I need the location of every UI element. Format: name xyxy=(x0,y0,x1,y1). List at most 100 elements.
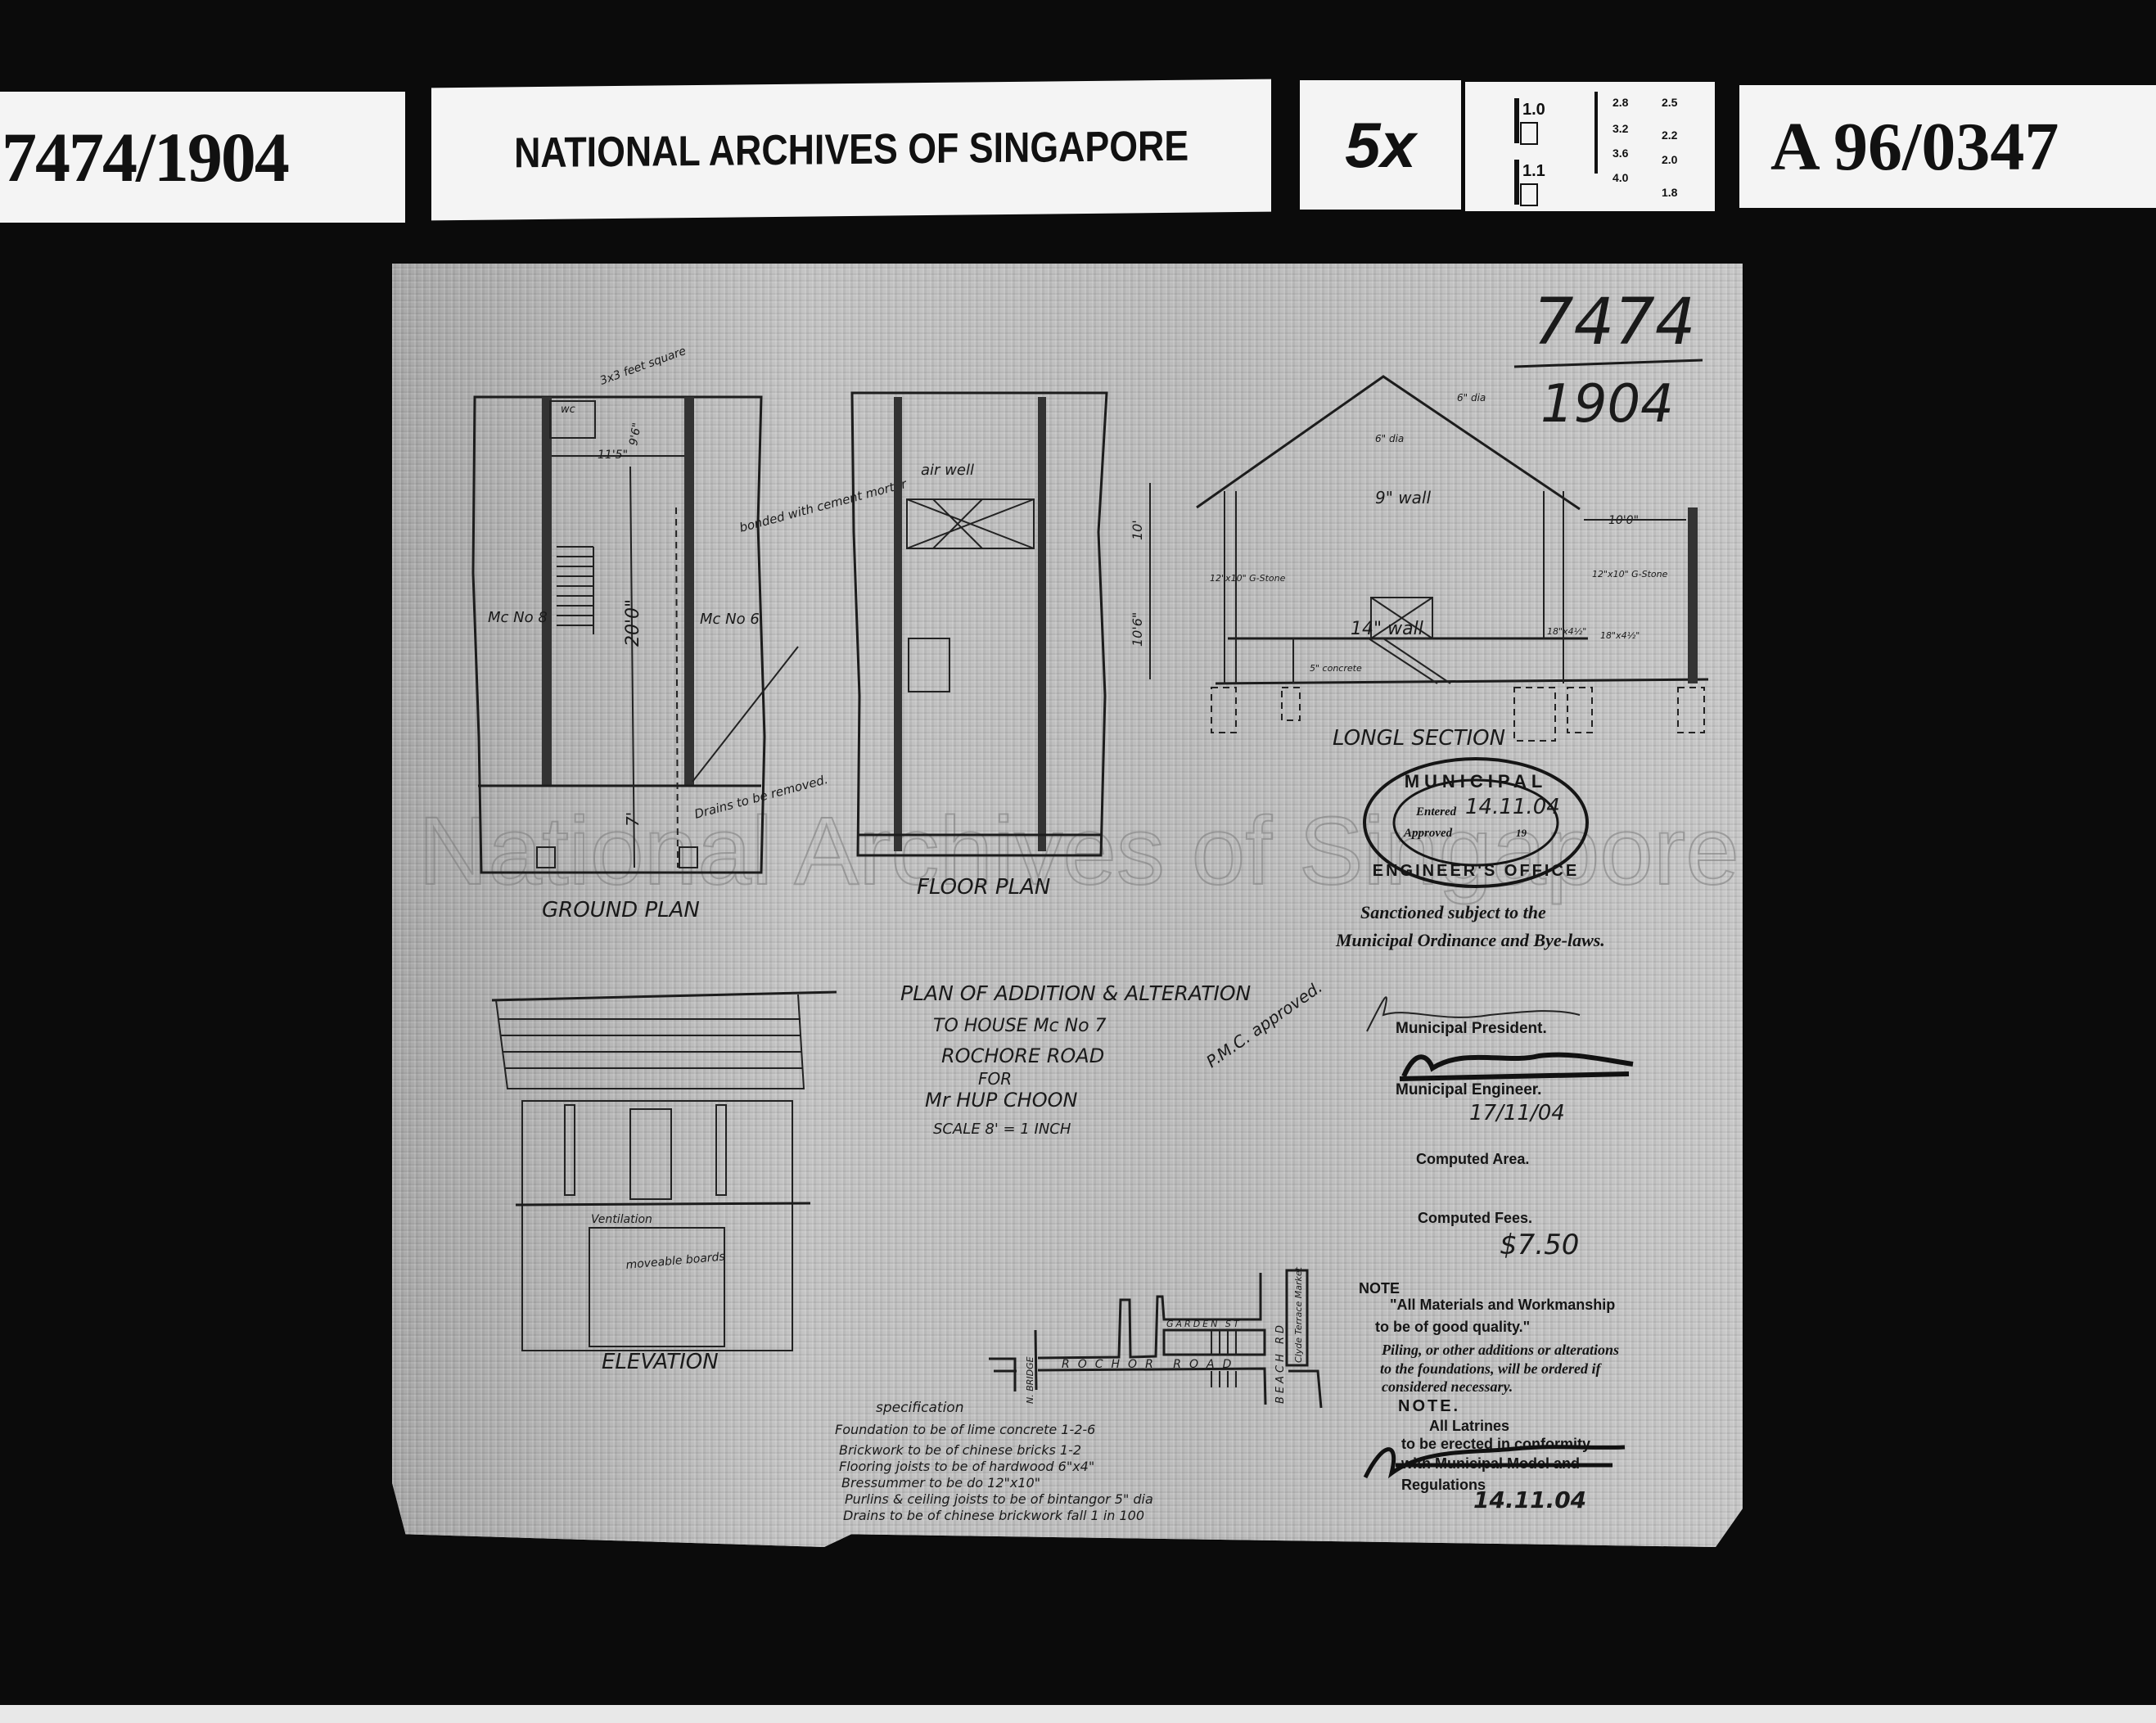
chart-value: 1.1 xyxy=(1522,162,1545,180)
stamp-year-prefix: 19 xyxy=(1516,827,1527,839)
specification-line: Bressummer to be do 12"x10" xyxy=(841,1475,1040,1491)
neighbor-left-label: Mc No 8 xyxy=(488,609,548,626)
lower-wall-label: 14" wall xyxy=(1351,619,1423,639)
boards-label: moveable boards xyxy=(625,1250,725,1272)
specification-line: Brickwork to be of chinese bricks 1-2 xyxy=(839,1442,1081,1458)
file-year: 1904 xyxy=(1540,374,1674,435)
road-label: ROCHOR ROAD xyxy=(1062,1358,1239,1371)
dia-label: 6" dia xyxy=(1375,433,1404,444)
note-heading: NOTE xyxy=(1359,1280,1400,1297)
film-edge xyxy=(0,1705,2156,1723)
resolution-chart-graphic: 1.0 1.1 2.8 2.5 3.2 2.2 3.6 2.0 4.0 1.8 xyxy=(1514,92,1678,206)
long-section: 10' 10'6" 9" wall 14" wall 6" dia 6" dia… xyxy=(1130,375,1709,742)
pier-label: 18"x4½" xyxy=(1547,626,1586,637)
file-reference-text: 7474/1904 xyxy=(2,118,290,196)
beach-road-label: BEACH RD xyxy=(1274,1322,1287,1404)
president-label: Municipal President. xyxy=(1396,1020,1547,1037)
specification-block: specification Foundation to be of lime c… xyxy=(835,1400,1153,1523)
upper-height: 10' xyxy=(1130,520,1145,540)
dim-top: 9'6" xyxy=(627,422,644,446)
chart-value: 4.0 xyxy=(1612,171,1629,184)
stamp-bottom-text: ENGINEER'S OFFICE xyxy=(1373,862,1579,880)
specification-heading: specification xyxy=(876,1400,964,1416)
specification-line: Purlins & ceiling joists to be of bintan… xyxy=(845,1491,1153,1507)
title-line: TO HOUSE Mc No 7 xyxy=(933,1016,1107,1036)
dia-label: 6" dia xyxy=(1457,392,1486,404)
floor-plan-title: FLOOR PLAN xyxy=(917,875,1050,900)
upper-wall-label: 9" wall xyxy=(1375,488,1431,507)
specification-line: Foundation to be of lime concrete 1-2-6 xyxy=(835,1422,1095,1437)
air-well-label: air well xyxy=(921,462,974,479)
terrace-label: Clyde Terrace Market xyxy=(1293,1266,1304,1363)
engineer-signature xyxy=(1399,1052,1634,1081)
file-number-rule xyxy=(1513,359,1703,368)
lower-height: 10'6" xyxy=(1130,612,1145,647)
floor-plan: air well xyxy=(850,391,1108,857)
computed-fees-value: $7.50 xyxy=(1500,1229,1579,1261)
neighbor-right-label: Mc No 6 xyxy=(700,611,760,628)
sanction-text: Municipal Ordinance and Bye-laws. xyxy=(1335,930,1605,950)
note-text: Regulations xyxy=(1401,1477,1486,1493)
reel-number-label: A 96/0347 xyxy=(1739,85,2156,208)
final-date: 14.11.04 xyxy=(1473,1486,1586,1513)
engineer-label: Municipal Engineer. xyxy=(1396,1081,1541,1098)
note-text: All Latrines xyxy=(1429,1418,1509,1434)
specification-line: Flooring joists to be of hardwood 6"x4" xyxy=(839,1459,1094,1474)
stamp-entered-label: Entered xyxy=(1415,805,1457,819)
stone-right-label: 12"x10" G-Stone xyxy=(1592,569,1668,580)
chart-value: 3.6 xyxy=(1612,147,1629,160)
stamp-top-text: MUNICIPAL xyxy=(1405,771,1548,792)
ground-plan: wc 11'5" 9'6" 20'0" 7' Mc No 8 Mc No 6 3… xyxy=(471,345,909,874)
note-text: to be of good quality." xyxy=(1375,1319,1530,1335)
title-line: SCALE 8' = 1 INCH xyxy=(933,1121,1071,1138)
long-section-title: LONGL SECTION xyxy=(1333,726,1505,751)
engineer-date: 17/11/04 xyxy=(1469,1101,1565,1125)
computed-fees-label: Computed Fees. xyxy=(1418,1210,1532,1226)
signature xyxy=(1363,1445,1626,1479)
chart-value: 3.2 xyxy=(1612,122,1629,135)
title-line: FOR xyxy=(978,1069,1012,1089)
note-heading: NOTE. xyxy=(1398,1397,1460,1415)
piling-note: Piling, or other additions or alteration… xyxy=(1381,1342,1619,1358)
title-line: PLAN OF ADDITION & ALTERATION xyxy=(900,981,1252,1005)
reduction-ratio-text: 5x xyxy=(1345,108,1416,181)
file-reference-label: 7474/1904 xyxy=(0,92,405,223)
wc-label: wc xyxy=(561,404,575,416)
stamp-entered-value: 14.11.04 xyxy=(1465,795,1560,819)
reel-number-text: A 96/0347 xyxy=(1770,108,2059,185)
piling-note: to the foundations, will be ordered if xyxy=(1380,1360,1603,1377)
chart-value: 2.0 xyxy=(1662,153,1678,166)
dim-rear: 7' xyxy=(623,812,643,827)
stamp-approved-label: Approved xyxy=(1403,827,1453,840)
note-bonded: bonded with cement mortar xyxy=(737,476,909,535)
bridge-label: N. BRIDGE xyxy=(1025,1356,1035,1404)
elevation-title: ELEVATION xyxy=(602,1350,719,1374)
title-block: PLAN OF ADDITION & ALTERATION TO HOUSE M… xyxy=(900,981,1252,1138)
chart-value: 1.8 xyxy=(1662,186,1678,199)
chart-value: 1.0 xyxy=(1522,101,1545,119)
ventilation-label: Ventilation xyxy=(591,1213,652,1226)
sanction-text: Sanctioned subject to the xyxy=(1360,902,1546,922)
chart-value: 2.5 xyxy=(1662,96,1678,109)
dim-length: 20'0" xyxy=(623,599,643,647)
resolution-test-chart: 1.0 1.1 2.8 2.5 3.2 2.2 3.6 2.0 4.0 1.8 xyxy=(1465,82,1715,211)
chart-value: 2.2 xyxy=(1662,129,1678,142)
stone-left-label: 12"x10" G-Stone xyxy=(1210,573,1286,584)
dim-width: 11'5" xyxy=(598,449,628,462)
document-sheet xyxy=(392,264,1743,1547)
street-label: GARDEN ST xyxy=(1166,1319,1242,1329)
watermark: National Archives of Singapore xyxy=(418,797,1739,905)
president-signature xyxy=(1366,996,1581,1032)
title-line: Mr HUP CHOON xyxy=(925,1089,1078,1112)
file-number: 7474 xyxy=(1533,286,1696,359)
title-line: ROCHORE ROAD xyxy=(941,1044,1104,1067)
note-square: 3x3 feet square xyxy=(598,345,688,388)
concrete-label: 5" concrete xyxy=(1310,663,1362,674)
piling-note: considered necessary. xyxy=(1382,1378,1513,1395)
pier-label: 18"x4½" xyxy=(1600,630,1640,641)
location-map: ROCHOR ROAD GARDEN ST N. BRIDGE BEACH RD… xyxy=(989,1266,1323,1409)
specification-line: Drains to be of chinese brickwork fall 1… xyxy=(843,1508,1144,1523)
note-text: "All Materials and Workmanship xyxy=(1390,1297,1615,1313)
computed-area-label: Computed Area. xyxy=(1416,1151,1529,1167)
